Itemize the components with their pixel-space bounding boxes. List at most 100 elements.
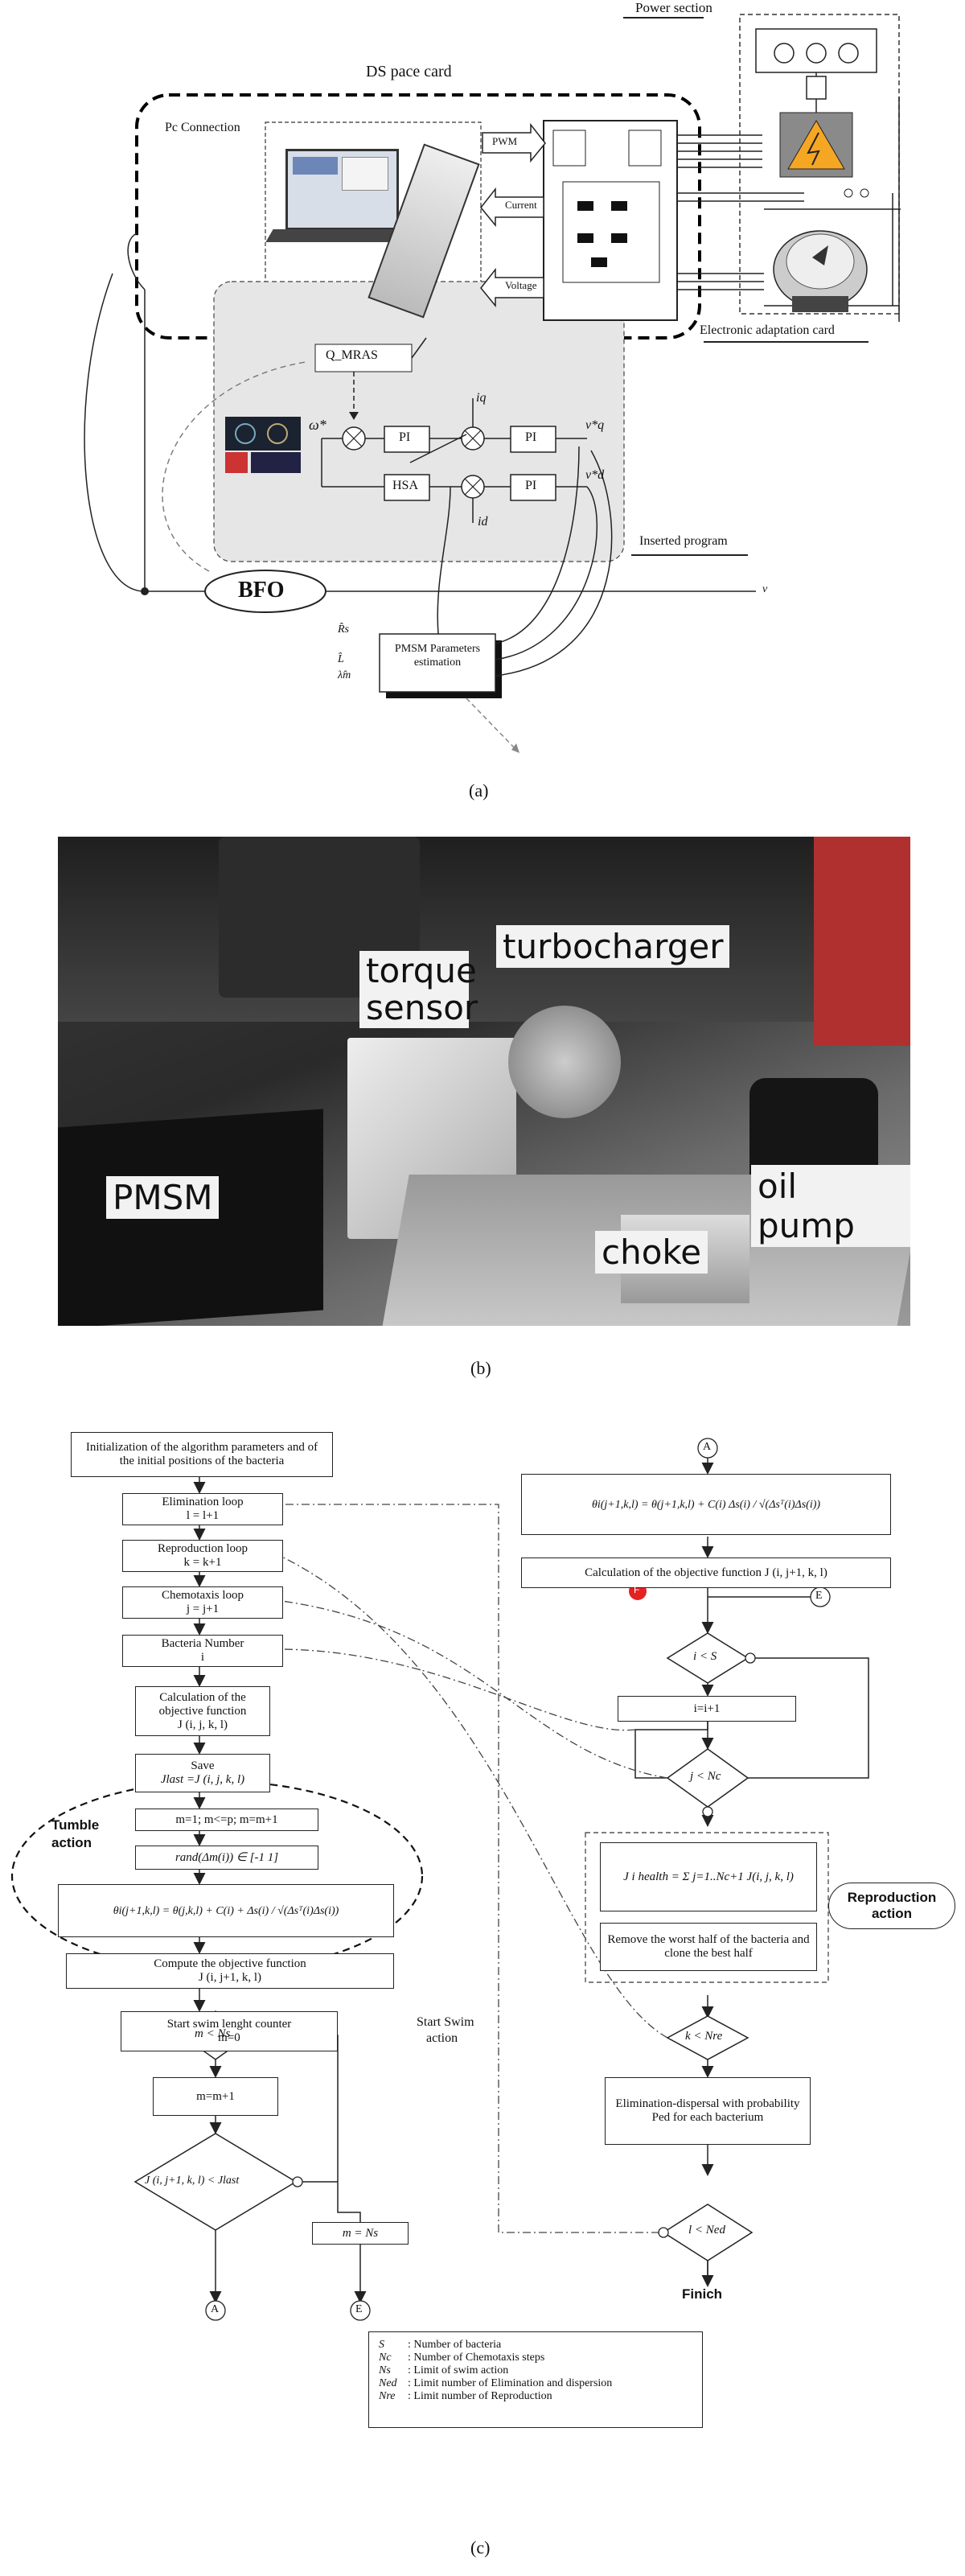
turbocharger-label: turbocharger [496,925,730,968]
v-note: v [762,583,768,595]
pc-connection-label: Pc Connection [165,121,240,134]
pmsm-label: PMSM [106,1176,220,1219]
vd-label: v*d [585,468,605,482]
l-lt-ned-label: l < Ned [688,2224,725,2237]
theta-right-box: θi(j+1,k,l) = θ(j+1,k,l) + C(i) Δs(i) / … [521,1474,891,1535]
reproduction-action-box: Reproduction action [828,1883,955,1929]
pi-label-2: PI [525,430,537,444]
pi-label-3: PI [525,479,537,492]
legend-row: Nc: Number of Chemotaxis steps [379,2352,702,2364]
bfo-label: BFO [238,578,285,603]
calc-obj-1-label: Calculation of the objective function [158,1690,247,1718]
m-inc-text: m=m+1 [196,2089,235,2103]
legend-row: Ned : Limit number of Elimination and dis… [379,2377,702,2390]
theta-left-box: θi(j+1,k,l) = θ(j,k,l) + C(i) + Δs(i) / … [58,1884,394,1937]
caption-c: (c) [470,2537,491,2557]
a-connector-bottom: A [211,2303,220,2315]
calc-obj-2-text: Calculation of the objective function J … [585,1566,827,1579]
bacteria-number-i: i [200,1651,205,1664]
j-health-text: J i health = Σ j=1..Nc+1 J(i, j, k, l) [623,1870,794,1883]
a-connector-top: A [703,1441,712,1453]
save-eq: Jlast =J (i, j, k, l) [160,1773,245,1786]
finich-label: Finich [682,2286,723,2302]
panel-a-lines [84,14,901,753]
save-label: Save [191,1759,215,1772]
panel-c: Initialization of the algorithm paramete… [0,1416,965,2576]
init-box: Initialization of the algorithm paramete… [71,1432,333,1477]
vq-label: v*q [585,418,605,432]
torque-sensor-label: torque sensor [359,951,478,1028]
legend-row: Nre: Limit number of Reproduction [379,2390,702,2403]
current-label: Current [505,199,537,211]
m-lt-ns-label: m < Ns [195,2027,231,2040]
start-counter-label: Start swim lenght counter [166,2018,292,2031]
panel-a: DS pace card Power section Pc Connection… [0,0,965,813]
elim-dispersal-box: Elimination-dispersal with probability P… [605,2077,811,2145]
m-inc-box: m=m+1 [153,2077,278,2116]
calc-obj-box-2: Calculation of the objective function J … [521,1558,891,1588]
elim-loop-eq: l = l+1 [186,1509,220,1522]
rand-text: rand(Δm(i)) ∈ [-1 1] [175,1850,279,1864]
pmsm-params-label: PMSM Parameters estimation [394,643,481,669]
voltage-label: Voltage [505,279,537,291]
j-cond-label: J (i, j+1, k, l) < Jlast [145,2175,240,2187]
electronic-card-label: Electronic adaptation card [700,323,835,337]
elim-loop-label: Elimination loop [162,1496,244,1508]
start-swim-label: Start Swim [417,2015,474,2029]
f-connector-right: F [634,1584,640,1595]
legend-row: Ns : Limit of swim action [379,2364,702,2377]
m-eq-ns-text: m = Ns [342,2226,379,2240]
remove-worst-box: Remove the worst half of the bacteria an… [600,1923,817,1971]
compute-obj-label: Compute the objective function [154,1957,306,1970]
turbocharger-body [508,1006,621,1118]
cabinet-red [814,837,910,1046]
iq-label: iq [476,391,487,405]
theta-left-text: θi(j+1,k,l) = θ(j,k,l) + C(i) + Δs(i) / … [113,1904,339,1917]
background-machinery [58,837,910,1022]
e-connector-bottom: E [355,2303,363,2315]
init-text: Initialization of the algorithm paramete… [85,1441,318,1467]
start-swim-label-2: action [426,2031,458,2045]
chemo-loop-eq: j = j+1 [186,1603,220,1615]
legend-sym: Ns [379,2364,391,2376]
i-lt-s-label: i < S [693,1650,717,1663]
remove-worst-text: Remove the worst half of the bacteria an… [607,1933,810,1960]
pwm-label: PWM [492,135,518,147]
qmras-label: Q_MRAS [326,348,378,362]
legend-desc: : Limit of swim action [408,2364,509,2376]
computer-icon [265,145,410,242]
caption-b: (b) [470,1358,491,1378]
repro-loop-eq: k = k+1 [183,1556,222,1569]
m-loop-box: m=1; m<=p; m=m+1 [135,1809,318,1831]
f-connector-label: F [133,2028,139,2039]
caption-a: (a) [469,780,489,800]
elim-dispersal-text: Elimination-dispersal with probability P… [615,2097,800,2124]
rand-box: rand(Δm(i)) ∈ [-1 1] [135,1846,318,1870]
bacteria-number-label: Bacteria Number [161,1637,244,1650]
l-hat: L̂ [338,653,344,665]
legend-sym: Ned [379,2377,397,2389]
legend-box: S: Number of bacteria Nc: Number of Chem… [368,2331,703,2428]
chemo-loop-label: Chemotaxis loop [161,1589,244,1602]
compute-obj-arg: J (i, j+1, k, l) [198,1971,262,1984]
omega-label: ω* [309,417,326,433]
calc-obj-1-arg: J (i, j, k, l) [177,1718,228,1731]
choke-label: choke [595,1231,708,1274]
power-section-label: Power section [635,0,712,15]
pi-label-1: PI [399,430,411,444]
legend-sym: Nc [379,2352,392,2364]
legend-desc: : Limit number of Elimination and disper… [408,2377,613,2389]
legend-sym: S [379,2339,384,2351]
m-loop-text: m=1; m<=p; m=m+1 [175,1813,278,1826]
k-lt-nre-label: k < Nre [685,2030,723,2043]
repro-loop-label: Reproduction loop [157,1542,248,1555]
e-connector-right: E [815,1590,823,1602]
panel-b-photo: torque sensor turbocharger PMSM oil pump… [58,837,910,1326]
